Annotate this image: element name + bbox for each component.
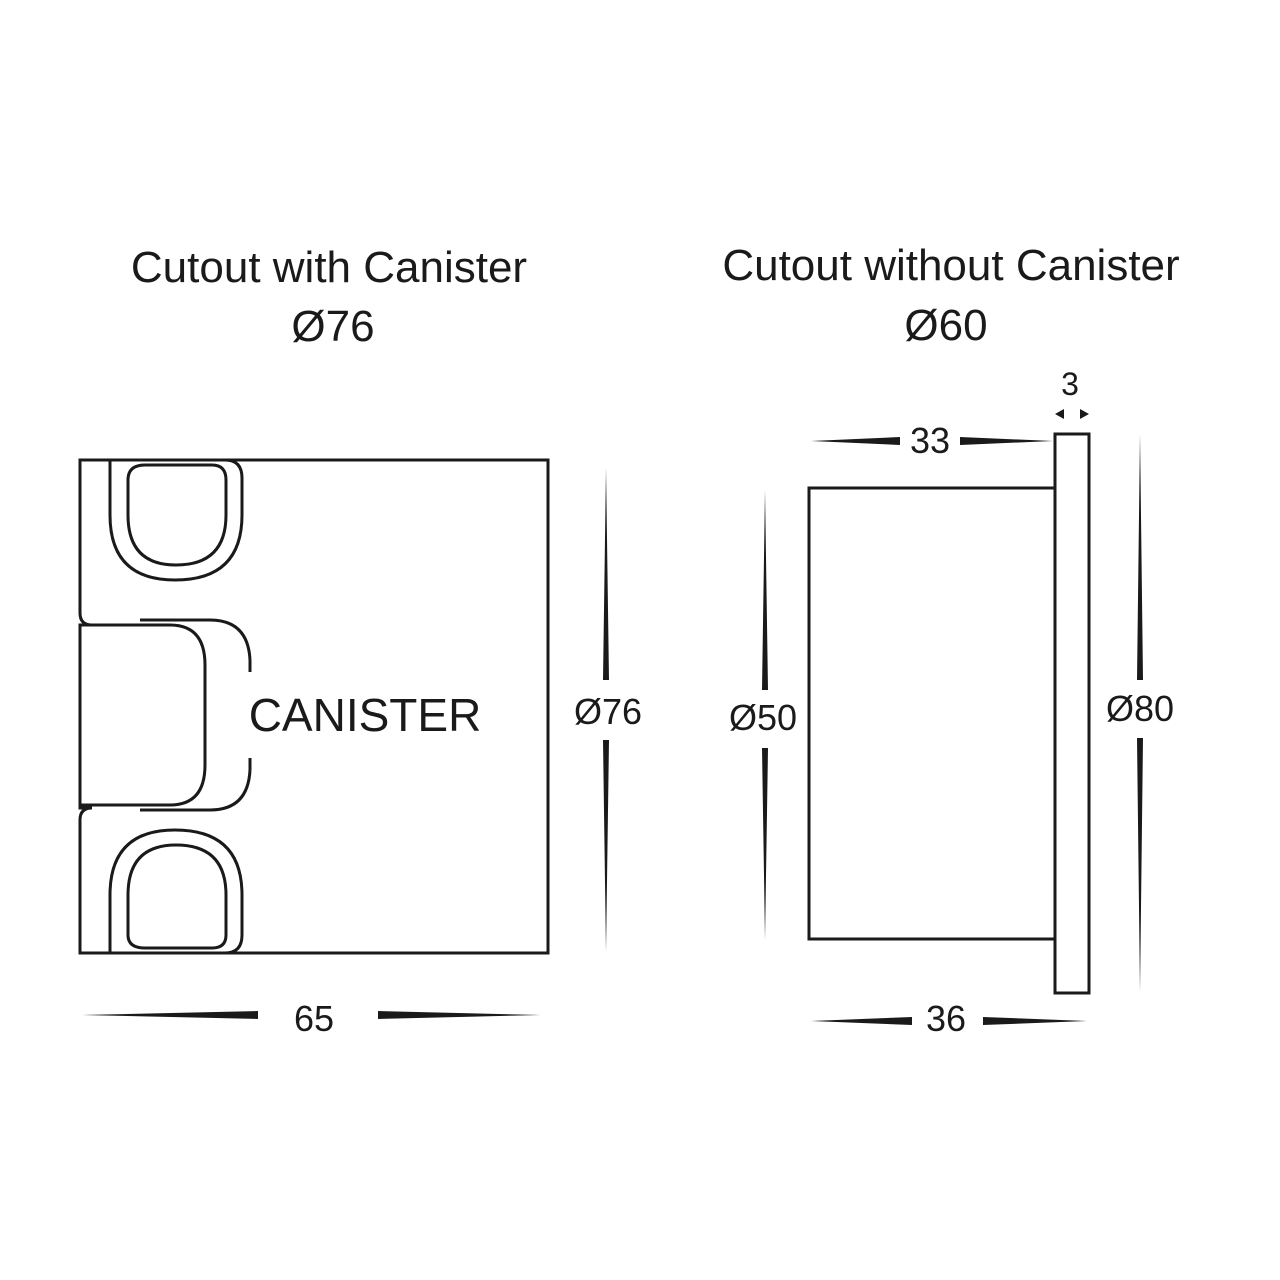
left-view-cutout: Ø76: [291, 302, 374, 351]
total-length-dim: 36: [926, 998, 966, 1039]
canister-cutout-outer: [140, 618, 252, 661]
left-width-dim: 65: [294, 998, 334, 1039]
body-length-dim: 33: [910, 420, 950, 461]
total-length-arrow-right: [983, 1017, 1087, 1025]
body-diameter-arrow-bottom: [762, 748, 768, 940]
flange-diameter-dim: Ø80: [1106, 688, 1174, 729]
total-length-arrow-left: [811, 1017, 912, 1025]
left-width-arrow-right: [378, 1011, 541, 1019]
flange-diameter-arrow-top: [1137, 434, 1143, 680]
flange-thickness-arrow-right: [1080, 409, 1089, 419]
fitting-flange: [1053, 432, 1091, 995]
canister-body-outline: [78, 458, 550, 955]
flange-thickness-arrow-left: [1055, 409, 1064, 419]
body-length-arrow-right: [960, 437, 1053, 445]
body-length-arrow-left: [811, 437, 900, 445]
right-view-title: Cutout without Canister: [722, 241, 1179, 290]
flange-thickness-dim: 3: [1061, 366, 1079, 402]
body-diameter-dim: Ø50: [729, 697, 797, 738]
body-diameter-arrow-top: [762, 490, 768, 690]
left-width-arrow-left: [82, 1011, 258, 1019]
flange-diameter-arrow-bottom: [1137, 738, 1143, 992]
canister-cutout-outer-bottom: [140, 769, 252, 812]
left-height-arrow-bottom: [603, 740, 609, 952]
top-lug-inner: [126, 463, 228, 567]
canister-cutout-inner: [80, 623, 207, 807]
left-height-arrow-top: [603, 468, 609, 680]
left-view-title: Cutout with Canister: [131, 243, 527, 292]
bottom-lug-inner: [126, 843, 228, 950]
fitting-body: [807, 486, 1057, 941]
canister-label: CANISTER: [249, 689, 482, 741]
right-view-cutout: Ø60: [904, 301, 987, 350]
top-lug-outer: [108, 458, 244, 582]
bottom-lug-outer: [108, 828, 244, 955]
left-height-dim: Ø76: [574, 691, 642, 732]
